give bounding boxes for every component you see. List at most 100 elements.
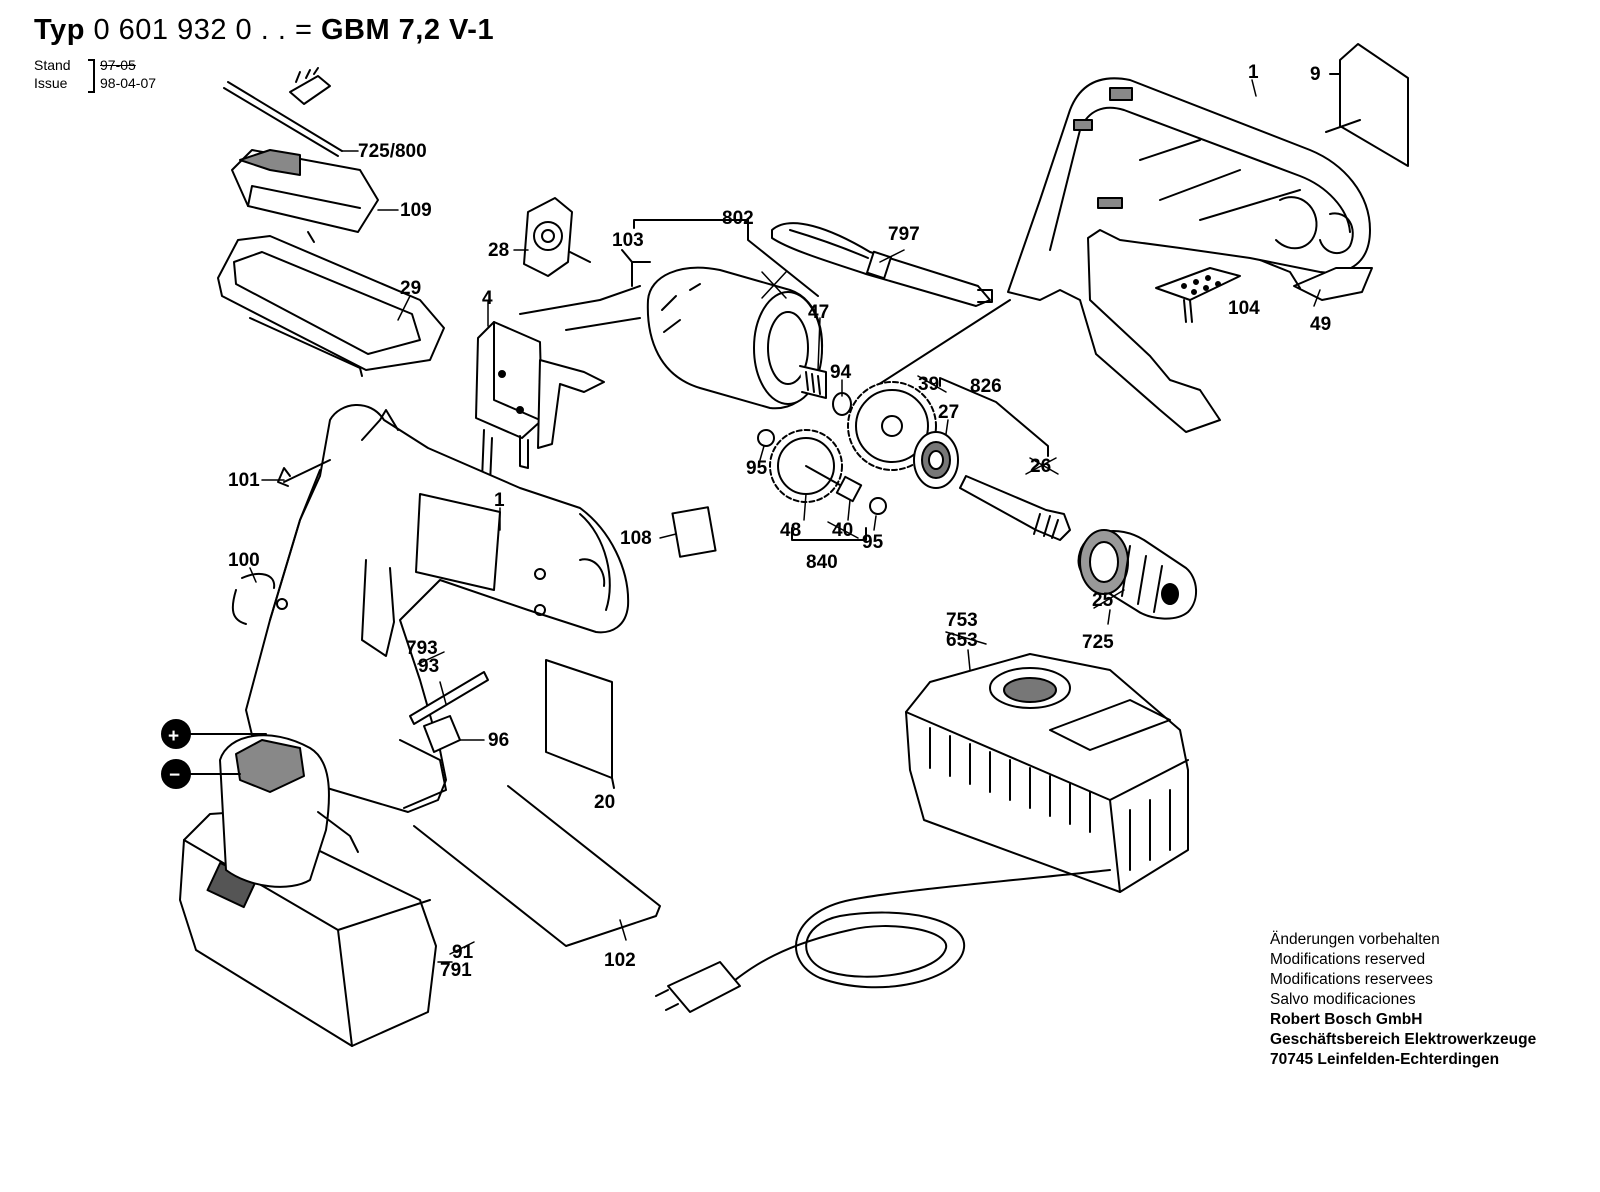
diagram-header: Typ 0 601 932 0 . . = GBM 7,2 V-1 Stand … [34, 14, 494, 93]
gear-48-drawing [769, 429, 863, 503]
battery-cover-drawing [217, 235, 445, 377]
part-label-39: 39 [918, 374, 939, 395]
gear-39-drawing [847, 381, 937, 471]
chuck-key-drawing [223, 67, 343, 157]
part-label-47: 47 [808, 302, 829, 323]
part-label-40: 40 [832, 520, 853, 541]
part-label-791: 791 [440, 960, 472, 981]
part-label-109: 109 [400, 200, 432, 221]
switch-drawing [475, 321, 605, 485]
clip-drawing [1293, 267, 1373, 301]
ball-bearing-drawing [913, 431, 959, 489]
part-label-4: 4 [482, 288, 493, 309]
part-label-826: 826 [970, 376, 1002, 397]
part-label-797: 797 [888, 224, 920, 245]
drill-chuck-drawing [1077, 529, 1197, 620]
housing-half-right-drawing [1007, 77, 1371, 433]
part-label-91: 91 [452, 942, 474, 963]
part-label-104: 104 [1228, 298, 1260, 319]
revision-brace [88, 59, 95, 93]
part-label-100: 100 [228, 550, 260, 571]
label-plate-drawing [1339, 43, 1409, 167]
minus-symbol: − [169, 765, 180, 786]
leader-9 [1325, 73, 1361, 133]
part-label-103: 103 [612, 230, 644, 251]
strap-drawing [771, 222, 993, 307]
part-label-95-right: 95 [862, 532, 884, 553]
pad-drawing [671, 506, 717, 558]
decal-drawing [545, 659, 613, 779]
leader-lines [249, 79, 1321, 963]
alignment-line [869, 299, 1011, 391]
footer-line-es: Salvo modificaciones [1270, 991, 1416, 1008]
part-label-725: 725 [1082, 632, 1114, 653]
part-label-793: 793 [406, 638, 438, 659]
part-label-802: 802 [722, 208, 754, 229]
stand-label: Stand [34, 57, 71, 73]
motor-drawing [519, 266, 827, 410]
strike-marks [417, 271, 1125, 955]
part-label-108: 108 [620, 528, 652, 549]
brush-holder-drawing [523, 197, 591, 277]
part-label-9: 9 [1310, 64, 1321, 85]
power-cord-drawing [655, 869, 1111, 1013]
part-label-26: 26 [1030, 456, 1051, 477]
part-label-101: 101 [228, 470, 260, 491]
legal-footer: Änderungen vorbehalten Modifications res… [1270, 930, 1536, 1070]
footer-division: Geschäftsbereich Elektrowerkzeuge [1270, 1031, 1537, 1048]
washer-95-right-drawing [869, 497, 887, 515]
belt-clip-drawing [413, 785, 661, 947]
revision-block: Stand 97-05 Issue 98-04-07 [34, 56, 156, 93]
wire-drawing [231, 572, 276, 625]
type-number: 0 601 932 [93, 14, 227, 46]
model-name: GBM 7,2 V-1 [320, 14, 495, 46]
leader-104 [1259, 259, 1301, 289]
part-label-840: 840 [806, 552, 838, 573]
part-label-28: 28 [488, 240, 509, 261]
bit-drawing [409, 671, 489, 725]
leader-20 [611, 777, 615, 789]
footer-line-de: Änderungen vorbehalten [1270, 931, 1440, 948]
part-label-93: 93 [418, 656, 439, 677]
part-label-1-top: 1 [1248, 62, 1259, 83]
model-title: Typ 0 601 932 0 . . = GBM 7,2 V-1 [34, 14, 494, 47]
screw-drawing [277, 459, 331, 487]
stand-value: 97-05 [100, 57, 136, 73]
plus-symbol: + [168, 726, 179, 747]
part-label-49: 49 [1310, 314, 1331, 335]
spindle-drawing [959, 475, 1071, 541]
set-bracket-802 [633, 219, 819, 297]
circuit-board-drawing [1155, 267, 1241, 323]
charger-drawing [905, 653, 1189, 893]
part-label-102: 102 [604, 950, 636, 971]
battery-latch-drawing [231, 149, 379, 243]
part-label-27: 27 [938, 402, 959, 423]
type-suffix: 0 . . = [235, 14, 313, 46]
title-prefix: Typ [34, 14, 85, 46]
part-label-653: 653 [946, 630, 978, 651]
footer-address: 70745 Leinfelden-Echterdingen [1270, 1051, 1500, 1068]
footer-company: Robert Bosch GmbH [1270, 1011, 1423, 1028]
issue-value: 98-04-07 [100, 75, 157, 91]
part-label-1-main: 1 [494, 490, 505, 511]
part-label-725-800: 725/800 [358, 141, 427, 162]
part-label-96: 96 [488, 730, 509, 751]
set-bracket-826 [939, 377, 1049, 457]
battery-pack-drawing [179, 734, 437, 1047]
part-label-95-left: 95 [746, 458, 768, 479]
part-label-753: 753 [946, 610, 978, 631]
polarity-markers [161, 719, 267, 789]
part-label-25: 25 [1092, 590, 1114, 611]
part-label-20: 20 [594, 792, 615, 813]
part-label-94: 94 [830, 362, 852, 383]
set-bracket-840 [791, 527, 867, 541]
part-label-29: 29 [400, 278, 421, 299]
leader-103 [621, 249, 651, 287]
washer-95-left-drawing [757, 429, 775, 447]
housing-half-left-drawing [245, 404, 630, 813]
part-label-48: 48 [780, 520, 801, 541]
footer-line-fr: Modifications reservees [1270, 971, 1433, 988]
footer-line-en: Modifications reserved [1270, 951, 1426, 968]
